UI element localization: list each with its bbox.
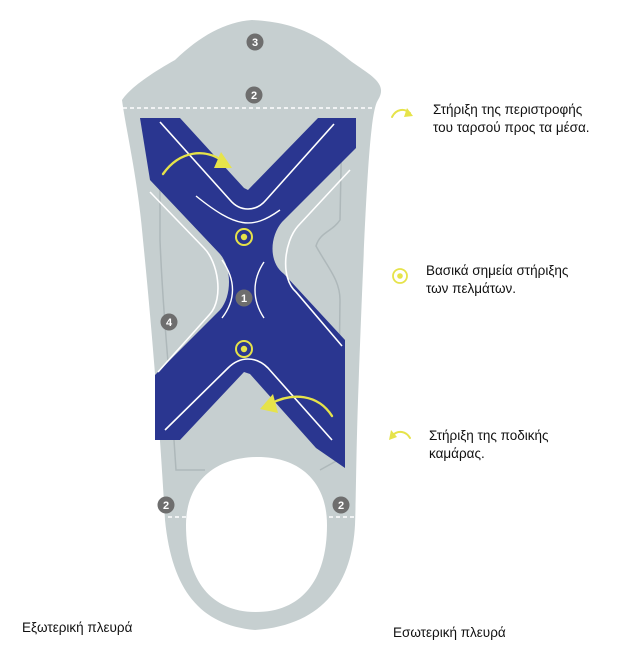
support-point-lower [235, 340, 253, 358]
inner-contour-right [315, 117, 343, 471]
marker-circle [332, 496, 350, 514]
marker-number: 3 [252, 37, 258, 49]
marker-center: 1 [235, 289, 253, 307]
marker-number: 1 [241, 293, 247, 305]
curved-arrow-right-icon [391, 108, 413, 118]
outer-side-label: Εξωτερική πλευρά [22, 620, 133, 635]
marker-circle [160, 313, 178, 331]
target-circle-icon [392, 268, 408, 284]
marker-circle [246, 33, 264, 51]
x-outline-right [284, 169, 351, 347]
legend-rotation-line-1: Στήριξη της περιστροφής [433, 102, 583, 117]
x-outline-lower [164, 358, 333, 441]
heel-opening [186, 457, 327, 612]
marker-circle [235, 289, 253, 307]
legend-arch-support: Στήριξη της ποδικής καμάρας. [429, 427, 549, 463]
rotation-arrow-head [214, 152, 232, 168]
x-outline-upper-left [159, 121, 335, 210]
marker-circle [157, 496, 175, 514]
x-outline-center [195, 195, 281, 319]
x-outline-left [149, 191, 219, 373]
marker-number: 2 [251, 90, 257, 102]
legend-arch-line-1: Στήριξη της ποδικής [429, 428, 549, 443]
legend-key-points-line-2: των πελμάτων. [426, 281, 517, 296]
marker-number: 2 [338, 500, 344, 512]
marker-number: 2 [163, 500, 169, 512]
curved-arrow-left-icon [389, 430, 411, 440]
inner-side-label: Εσωτερική πλευρά [393, 625, 506, 640]
marker-number: 4 [166, 317, 173, 329]
number-markers: 3 2 1 4 2 2 [157, 33, 350, 514]
legend-rotation-line-2: του ταρσού προς τα μέσα. [433, 120, 590, 135]
legend-key-points-line-1: Βασικά σημεία στήριξης [426, 263, 569, 278]
support-point-upper [235, 228, 253, 246]
marker-lower-right: 2 [332, 496, 350, 514]
legend-arch-line-2: καμάρας. [429, 446, 485, 461]
marker-upper: 2 [245, 86, 263, 104]
marker-side: 4 [160, 313, 178, 331]
marker-lower-left: 2 [157, 496, 175, 514]
marker-heel-top: 3 [246, 33, 264, 51]
legend-key-support-points: Βασικά σημεία στήριξης των πελμάτων. [426, 262, 568, 298]
arch-arrow [268, 395, 334, 418]
arch-arrow-head [260, 394, 278, 413]
legend-rotation-support: Στήριξη της περιστροφής του ταρσού προς … [433, 101, 590, 137]
marker-circle [245, 86, 263, 104]
